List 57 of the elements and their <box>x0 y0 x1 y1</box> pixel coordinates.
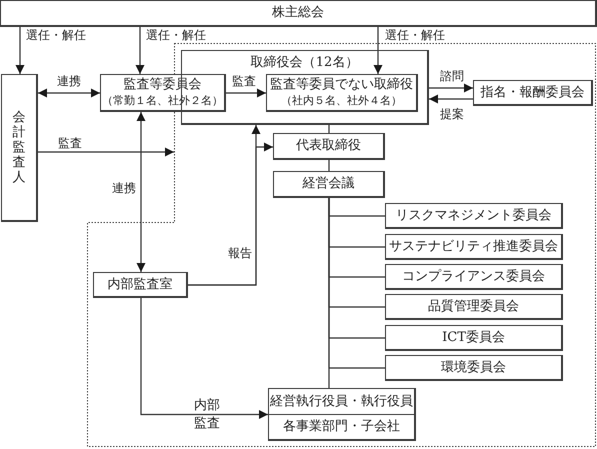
edge-label: 選任・解任 <box>385 28 445 42</box>
edge-label: 連携 <box>57 74 81 88</box>
org-box <box>273 171 385 198</box>
org-label: 環境委員会 <box>441 360 506 376</box>
org-label: ICT委員会 <box>442 330 505 346</box>
arrow <box>188 142 273 286</box>
org-box <box>473 80 593 106</box>
org-box <box>266 74 418 112</box>
edge-label: 選任・解任 <box>146 28 206 42</box>
arrow <box>38 148 174 156</box>
org-label: 株主総会 <box>272 5 324 21</box>
arrow <box>136 27 144 74</box>
org-label: コンプライアンス委員会 <box>402 268 545 284</box>
org-label: 代表取締役 <box>296 138 361 154</box>
connector-line <box>328 160 330 171</box>
org-label: 指名・報酬委員会 <box>480 84 584 100</box>
org-label: リスクマネジメント委員会 <box>396 208 552 224</box>
connector-line <box>328 198 330 388</box>
edge-label: 提案 <box>440 107 464 121</box>
arrow <box>429 94 473 104</box>
arrow <box>140 298 268 419</box>
double-arrow <box>38 88 100 98</box>
edge-label: 連携 <box>112 181 136 195</box>
org-label: 各事業部門・子会社 <box>282 418 401 436</box>
org-label: 監査等委員でない取締役 <box>270 77 413 93</box>
org-box <box>273 133 385 160</box>
arrow <box>429 84 473 92</box>
org-box <box>385 203 563 229</box>
org-box <box>0 0 597 27</box>
org-label: 経営執行役員・執行役員 <box>269 393 414 411</box>
org-label: 内部監査室 <box>108 276 172 292</box>
org-label: 取締役会（12名） <box>250 55 358 71</box>
double-arrow <box>136 112 146 272</box>
org-label: サステナビリティ推進委員会 <box>389 238 558 254</box>
org-box <box>385 264 563 290</box>
edge-label: 監査 <box>232 74 256 88</box>
org-box <box>385 234 563 260</box>
org-box <box>93 272 188 298</box>
org-box <box>1 74 38 222</box>
org-box <box>268 388 416 441</box>
dotted-boundary <box>87 43 596 447</box>
org-box <box>385 355 563 381</box>
edge-label: 報告 <box>228 246 252 260</box>
org-label: 会計監査人 <box>12 110 26 185</box>
edge-label: 選任・解任 <box>26 28 86 42</box>
org-box <box>385 294 563 320</box>
edge-label: 内部監査 <box>194 397 221 433</box>
member-note: （社内５名、社外４名） <box>281 93 402 108</box>
org-box <box>385 325 563 351</box>
arrow <box>16 27 24 74</box>
arrow <box>374 27 382 74</box>
org-box <box>100 74 226 112</box>
org-label: 経営会議 <box>302 176 354 192</box>
edge-label: 諮問 <box>440 69 464 83</box>
org-label: 品質管理委員会 <box>428 298 519 314</box>
arrow <box>226 88 266 98</box>
edge-label: 監査 <box>58 136 82 150</box>
